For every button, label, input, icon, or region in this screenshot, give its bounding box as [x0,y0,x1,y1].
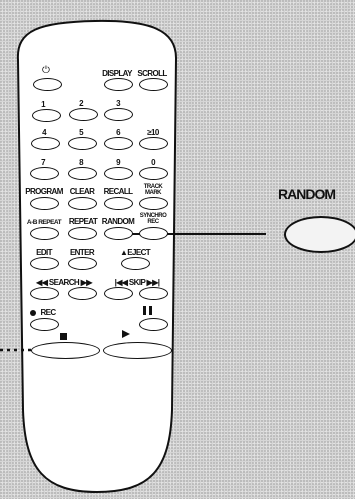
ab-repeat-label: A-B REPEAT [26,219,62,226]
display-button[interactable] [104,78,133,91]
synchro-rec-label-line2: REC [147,219,159,225]
clear-label: CLEAR [69,187,95,196]
num-1-label: 1 [41,100,45,109]
repeat-label: REPEAT [68,217,98,226]
track-mark-label: TRACK MARK [144,184,163,196]
num-ge10-button[interactable] [139,137,168,150]
track-mark-button[interactable] [139,197,168,210]
program-button[interactable] [30,197,59,210]
scroll-label: SCROLL [137,69,167,78]
rec-dot-icon [30,310,36,316]
num-8-button[interactable] [68,167,97,180]
num-7-label: 7 [41,158,45,167]
ab-repeat-button[interactable] [30,227,59,240]
display-label: DISPLAY [102,69,132,78]
num-6-button[interactable] [104,137,133,150]
clear-button[interactable] [68,197,97,210]
repeat-button[interactable] [68,227,97,240]
program-label: PROGRAM [25,187,63,196]
num-4-button[interactable] [31,137,60,150]
num-2-button[interactable] [69,108,98,121]
skip-label: |◀◀ SKIP ▶▶| [114,278,160,287]
enter-label: ENTER [69,248,95,257]
stop-button[interactable] [31,342,100,359]
power-button[interactable] [33,78,62,91]
num-3-button[interactable] [104,108,133,121]
num-6-label: 6 [116,128,120,137]
search-label: ◀◀ SEARCH ▶▶ [36,278,92,287]
num-4-label: 4 [42,128,46,137]
num-9-button[interactable] [104,167,133,180]
random-label: RANDOM [101,217,135,226]
num-2-label: 2 [79,99,83,108]
pause-button[interactable] [139,318,168,331]
num-0-label: 0 [151,158,155,167]
pause-icon-bar-right [149,306,152,315]
random-button[interactable] [104,227,133,240]
num-7-button[interactable] [30,167,59,180]
callout-random-button [284,216,355,253]
synchro-rec-label: SYNCHRO REC [140,213,167,225]
recall-label: RECALL [103,187,133,196]
play-button[interactable] [103,342,172,359]
synchro-rec-button[interactable] [139,227,168,240]
power-icon: ⏻ [42,65,50,76]
enter-button[interactable] [68,257,97,270]
num-0-button[interactable] [139,167,168,180]
recall-button[interactable] [104,197,133,210]
stop-icon [60,333,67,340]
search-forward-button[interactable] [68,287,97,300]
num-3-label: 3 [116,99,120,108]
scroll-button[interactable] [139,78,168,91]
synchro-rec-label-line1: SYNCHRO [139,213,167,219]
eject-label: ▲EJECT [119,248,151,257]
num-1-button[interactable] [32,109,61,122]
track-mark-label-line1: TRACK [143,184,163,190]
num-5-button[interactable] [68,137,97,150]
skip-back-button[interactable] [104,287,133,300]
rec-button[interactable] [30,318,59,331]
eject-button[interactable] [121,257,150,270]
search-back-button[interactable] [30,287,59,300]
num-5-label: 5 [79,128,83,137]
callout-label: RANDOM [278,186,336,202]
skip-forward-button[interactable] [139,287,168,300]
rec-label: REC [40,308,56,317]
track-mark-label-line2: MARK [145,190,161,196]
play-icon [122,330,130,338]
num-8-label: 8 [79,158,83,167]
num-ge10-label: ≥10 [147,128,159,137]
edit-label: EDIT [36,248,52,257]
remote-body [16,19,178,494]
num-9-label: 9 [116,158,120,167]
edit-button[interactable] [30,257,59,270]
pause-icon-bar-left [143,306,146,315]
